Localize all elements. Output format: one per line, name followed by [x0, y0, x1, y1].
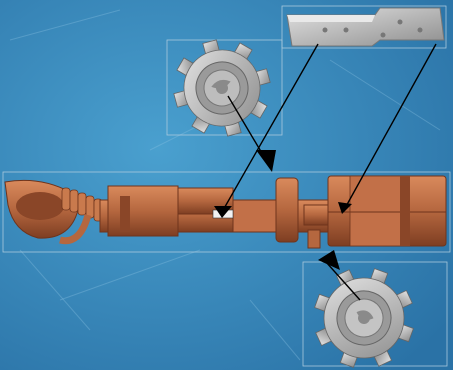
bracket-hole — [323, 28, 328, 33]
central-fitting — [276, 178, 298, 242]
